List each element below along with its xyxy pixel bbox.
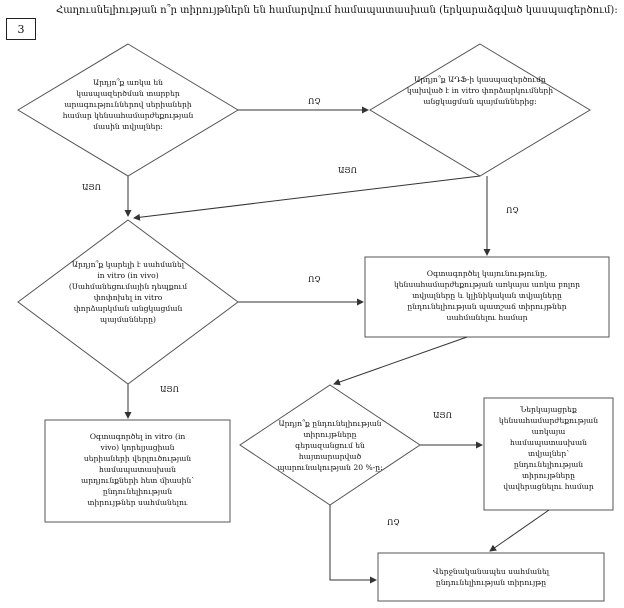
edge-label-d2-down: ՈՉ <box>506 206 519 215</box>
edge-label-d1-d2: ՈՉ <box>308 97 321 106</box>
edge-label-d3-down: ԱՅՈ <box>160 385 179 394</box>
box-2-shape <box>44 419 231 523</box>
decision-2-shape <box>369 43 591 177</box>
box-4-shape <box>377 552 605 602</box>
edge-label-d3-b1: ՈՉ <box>308 275 321 284</box>
edge-label-d1-down: ԱՅՈ <box>82 183 101 192</box>
figure-number-box: 3 <box>6 18 36 40</box>
edge-label-d4-b4: ՈՉ <box>387 518 400 527</box>
box-3-text: Ներկայացրեք կենսահամարժեքության առկայա հ… <box>498 405 599 491</box>
decision-3-text: Արդյո՞ք կարելի է սահմանել in vitro (in v… <box>68 260 188 324</box>
edge-label-d4-b3: ԱՅՈ <box>433 411 452 420</box>
edge-label-d2-left: ԱՅՈ <box>338 166 357 175</box>
page-title: Հաղուսնելիության ո՞ր տիրույթներն են համա… <box>56 5 618 16</box>
decision-4-text: Արդյո՞ք ընդունելիության տիրույթները գերա… <box>277 419 383 472</box>
box-1-shape <box>364 256 610 338</box>
box-4-text: Վերջնականապես սահմանել ընդունելիության տ… <box>432 567 550 587</box>
box-2-text: Օգտագործել in vitro (in vivo) կորելյացիա… <box>81 432 194 507</box>
decision-2-text: Արդյո՞ք ԱԴՖ-ի կասպազերծումը կախված է in … <box>406 75 554 106</box>
decision-1-text: Արդյո՞ք առկա են կասպազերծման տարբեր արագ… <box>62 78 194 131</box>
box-1-text: Օգտագործել կայունությունը, կենսահամարժեք… <box>393 269 581 322</box>
